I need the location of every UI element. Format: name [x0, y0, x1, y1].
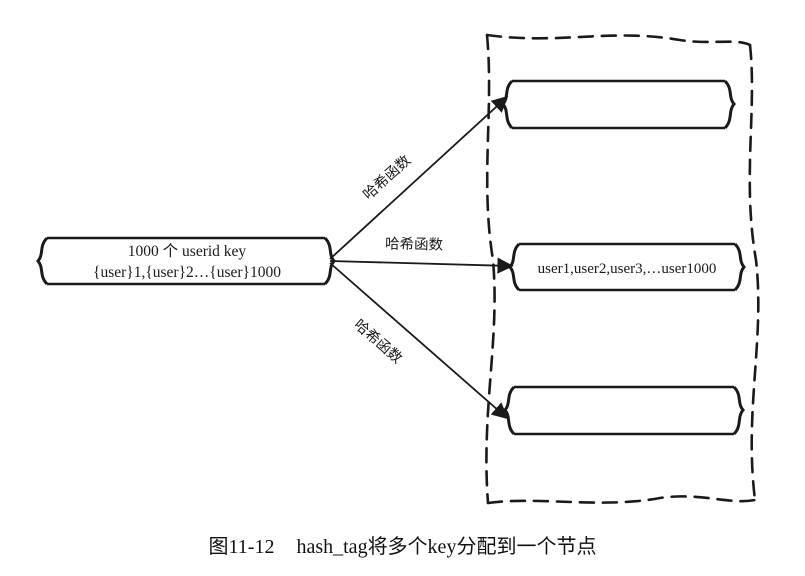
cluster-boundary — [485, 33, 760, 505]
cluster-right-edge — [748, 43, 760, 502]
source-left-brace — [36, 236, 49, 286]
cluster-left-edge — [485, 33, 496, 505]
node-middle-content: user1,user2,user3,…user1000 — [538, 261, 717, 277]
arrow-label-bottom: 哈希函数 — [350, 316, 405, 367]
cluster-top-edge — [485, 33, 752, 47]
source-line-2: {user}1,{user}2…{user}1000 — [93, 264, 281, 281]
arrow-to-middle-node — [329, 257, 514, 274]
node-block-bottom — [503, 385, 745, 436]
figure-caption-text: hash_tag将多个key分配到一个节点 — [296, 536, 597, 558]
node-block-top — [501, 79, 736, 130]
arrow-label-top: 哈希函数 — [360, 152, 415, 204]
source-key-block: 1000 个 userid key {user}1,{user}2…{user}… — [36, 236, 336, 286]
arrow-to-top-node — [329, 95, 509, 260]
cluster-bottom-edge — [486, 495, 757, 505]
hash-arrows — [329, 95, 514, 420]
arrow-label-middle: 哈希函数 — [385, 235, 444, 253]
arrow-to-bottom-node — [329, 262, 509, 420]
figure-number: 图11-12 — [208, 536, 275, 558]
source-line-1: 1000 个 userid key — [128, 242, 247, 260]
figure-caption: 图11-12 hash_tag将多个key分配到一个节点 — [0, 530, 805, 559]
node-block-middle: user1,user2,user3,…user1000 — [508, 242, 746, 292]
